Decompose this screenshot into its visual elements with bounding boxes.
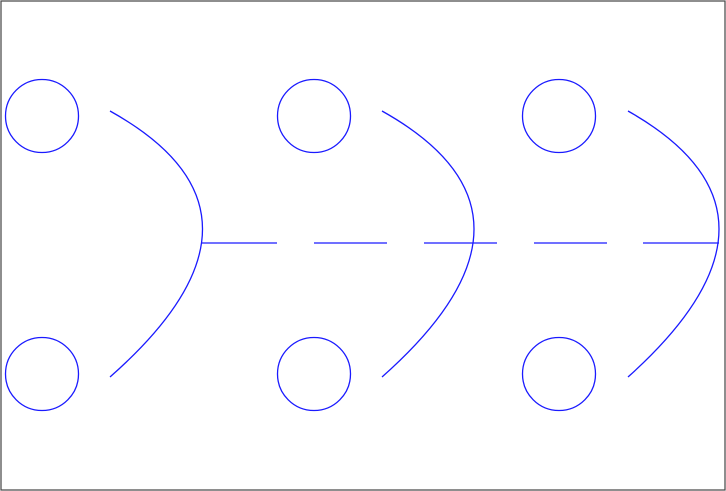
unit-group-3 (521, 78, 720, 412)
circle-top-2 (276, 78, 352, 154)
circle-bottom-1 (4, 336, 80, 412)
circle-top-3 (521, 78, 597, 154)
arc-3 (627, 110, 720, 378)
unit-group-1 (4, 78, 204, 412)
circle-bottom-3 (521, 336, 597, 412)
circle-top-1 (4, 78, 80, 154)
circle-bottom-2 (276, 336, 352, 412)
arc-1 (109, 110, 204, 378)
unit-group-2 (276, 78, 475, 412)
arc-2 (381, 110, 475, 378)
